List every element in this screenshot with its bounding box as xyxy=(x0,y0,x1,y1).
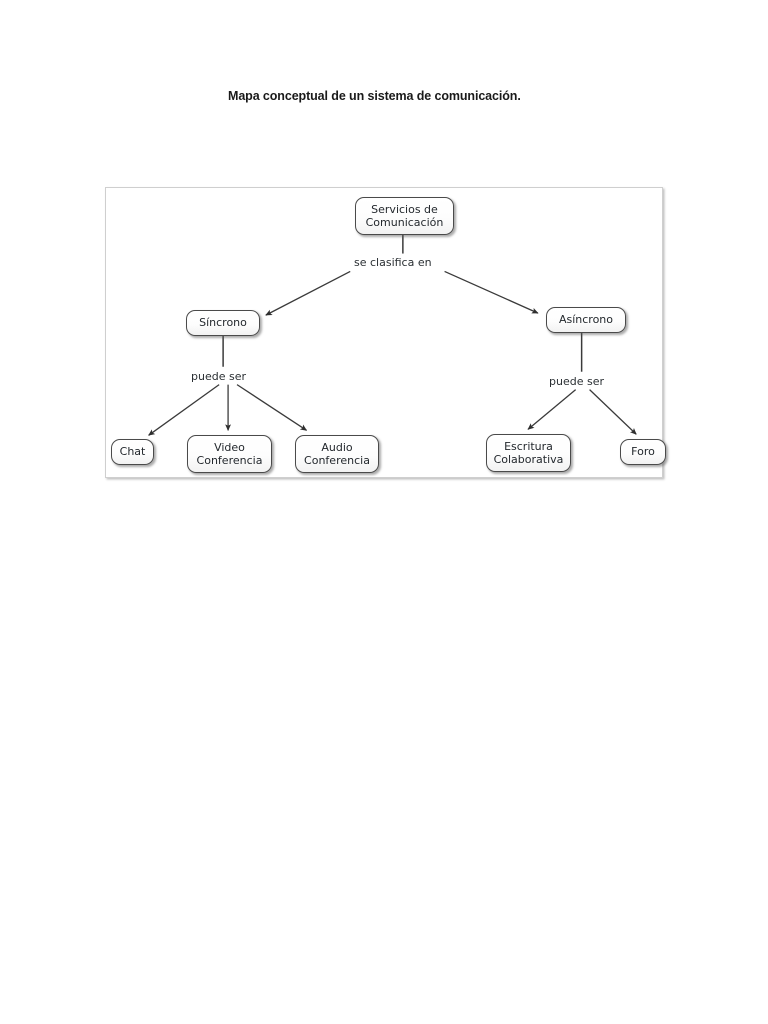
edge-clasifica-to-asincrono xyxy=(444,270,539,314)
node-asincrono[interactable]: Asíncrono xyxy=(546,307,626,333)
edge-label-puede-ser-left: puede ser xyxy=(191,370,246,383)
node-chat[interactable]: Chat xyxy=(111,439,154,465)
edge-clasifica-to-sincrono xyxy=(265,270,351,316)
edge-sincrono-to-audio xyxy=(236,384,308,431)
node-foro[interactable]: Foro xyxy=(620,439,666,465)
edge-asincrono-to-escritura xyxy=(527,389,577,430)
edge-sincrono-to-chat xyxy=(148,384,220,436)
node-audio-conferencia[interactable]: Audio Conferencia xyxy=(295,435,379,473)
edge-label-se-clasifica-en: se clasifica en xyxy=(354,256,432,269)
page-title: Mapa conceptual de un sistema de comunic… xyxy=(228,89,521,103)
node-servicios-de-comunicacion[interactable]: Servicios de Comunicación xyxy=(355,197,454,235)
edge-label-puede-ser-right: puede ser xyxy=(549,375,604,388)
node-video-conferencia[interactable]: Video Conferencia xyxy=(187,435,272,473)
concept-map-frame: Servicios de Comunicación Síncrono Asínc… xyxy=(105,187,666,478)
edge-asincrono-to-foro xyxy=(589,389,637,435)
node-escritura-colaborativa[interactable]: Escritura Colaborativa xyxy=(486,434,571,472)
node-sincrono[interactable]: Síncrono xyxy=(186,310,260,336)
